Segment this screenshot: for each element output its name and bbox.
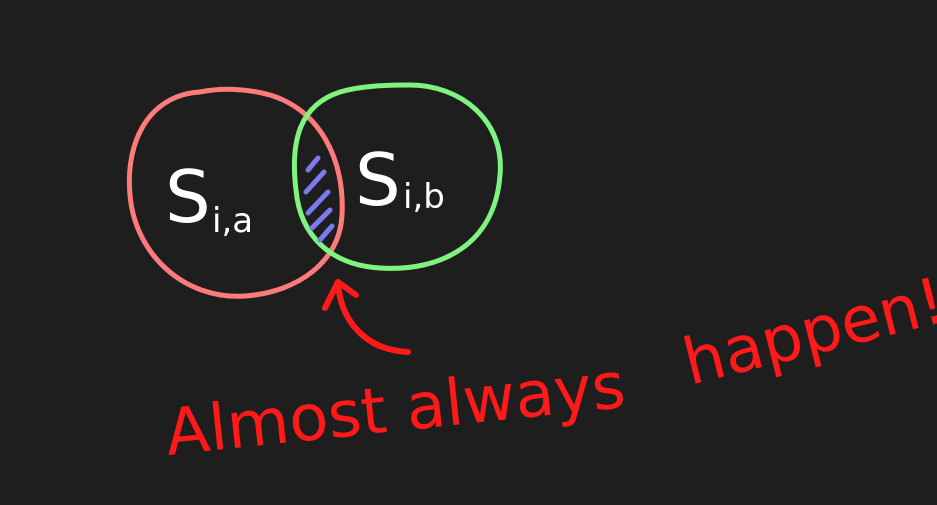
curved-arrow-up-icon (322, 279, 411, 355)
set-b-label-main: S (355, 138, 401, 222)
annotation-text-part2: happen! (676, 264, 937, 400)
set-a-label-sub: i,a (212, 201, 253, 241)
set-a-label-main: S (165, 155, 211, 239)
set-b-circle (291, 82, 503, 271)
set-a-circle (126, 86, 345, 299)
annotation-text-part1: Almost always (162, 349, 629, 471)
set-b-label-sub: i,b (403, 177, 445, 217)
intersection-hatch (303, 155, 335, 243)
